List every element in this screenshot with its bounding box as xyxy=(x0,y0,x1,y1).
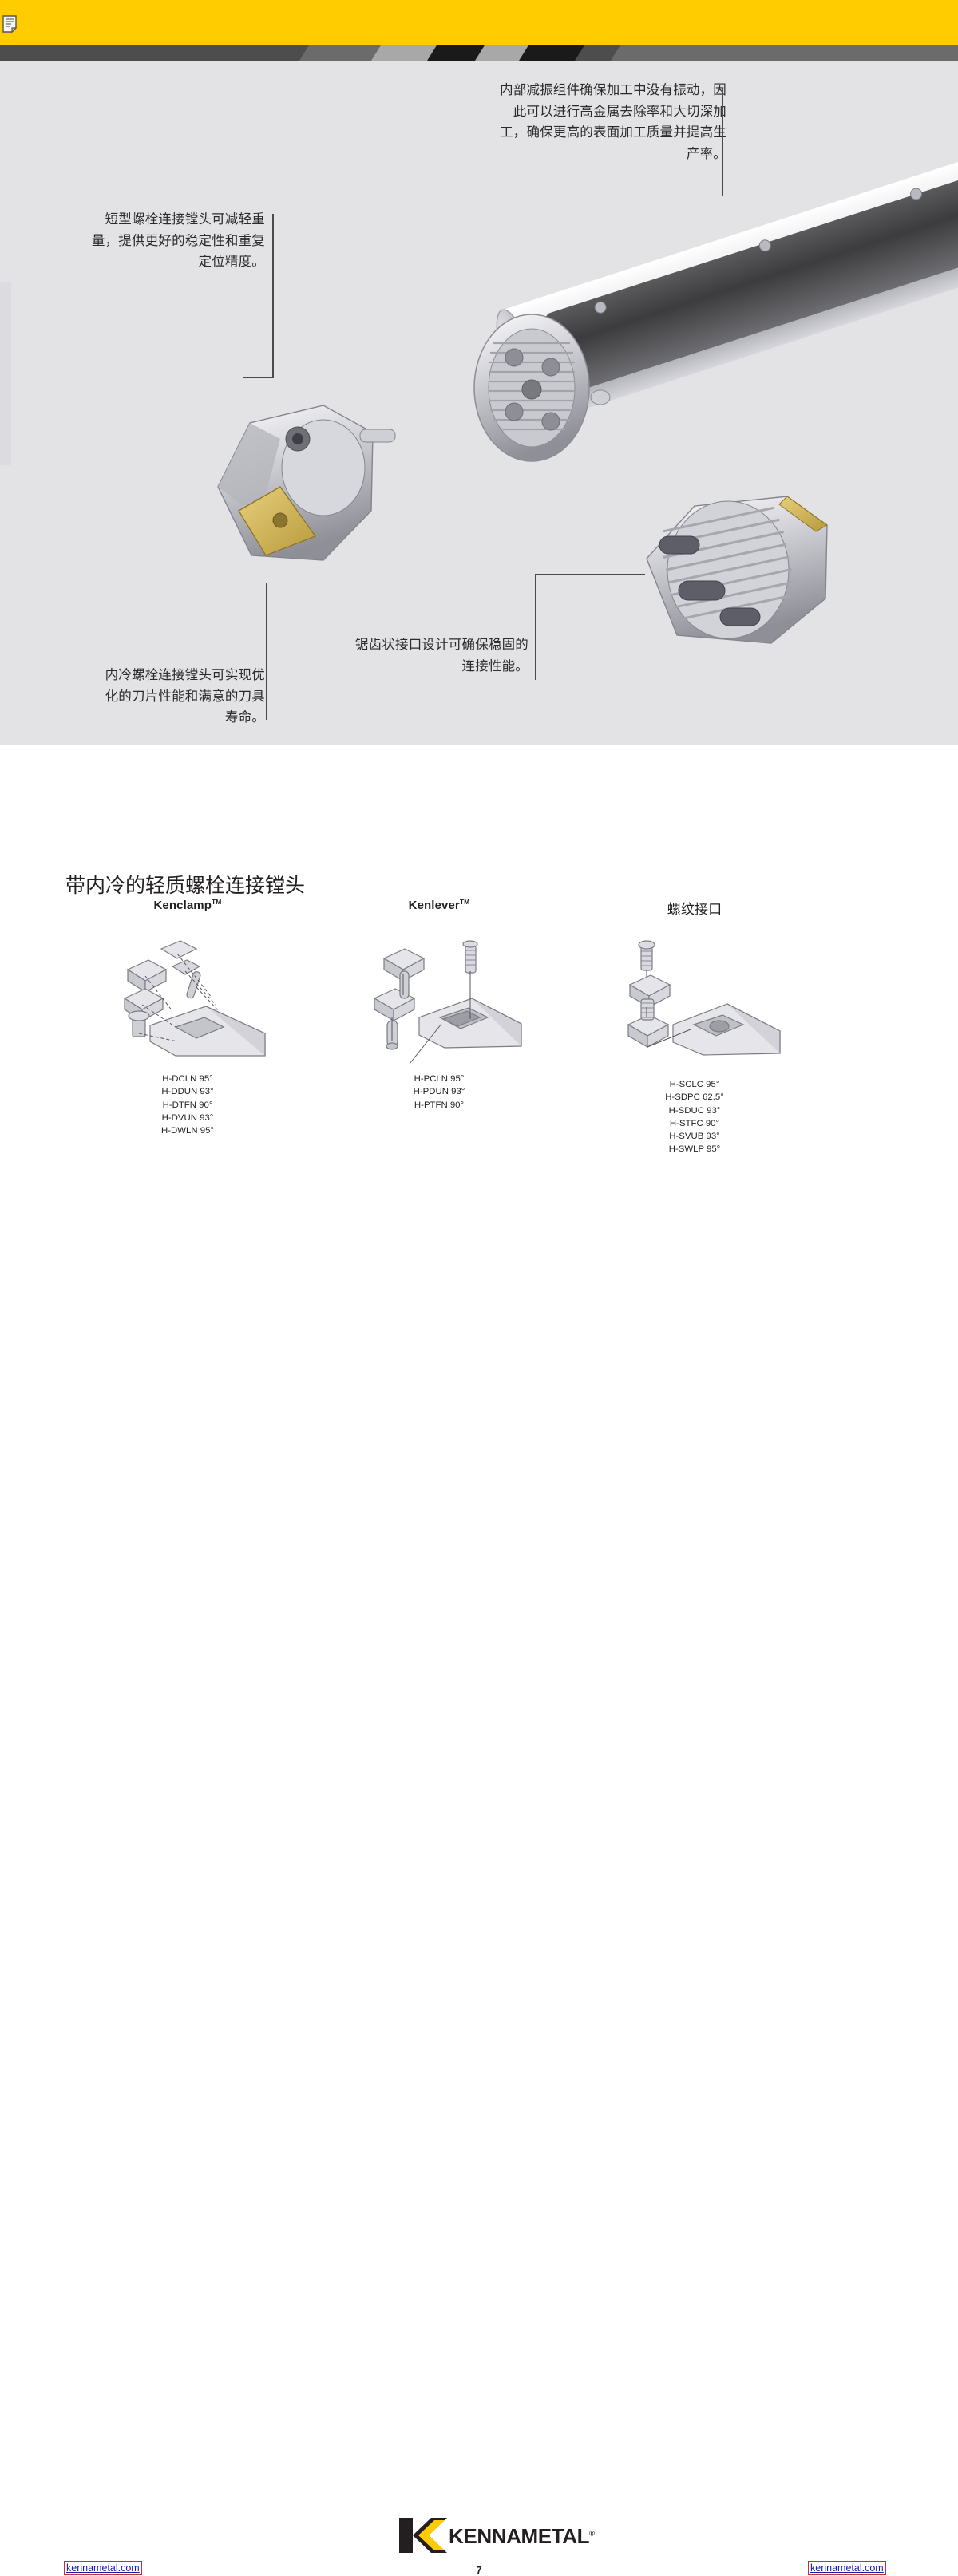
product-code: H-DTFN 90° xyxy=(162,1100,213,1110)
callout-short-bolt-head: 短型螺栓连接镗头可减轻重量，提供更好的稳定性和重复定位精度。 xyxy=(91,211,265,270)
product-code: H-SCLC 95° xyxy=(669,1080,720,1089)
product-code: H-DVUN 93° xyxy=(161,1112,214,1123)
trademark-symbol: TM xyxy=(459,898,470,906)
callout-leader-line-1 xyxy=(722,88,723,196)
kenclamp-exploded-illustration xyxy=(56,922,319,1069)
note-document-icon[interactable] xyxy=(2,14,19,34)
product-code: H-PTFN 90° xyxy=(414,1100,465,1110)
product-code: H-DWLN 95° xyxy=(161,1126,214,1136)
callout-vibration-damping: 内部减振组件确保加工中没有振动，因此可以进行高金属去除率和大切深加工，确保更高的… xyxy=(500,82,726,162)
product-code: H-PCLN 95° xyxy=(414,1074,465,1084)
footer-link-right[interactable]: kennametal.com xyxy=(808,2561,886,2575)
product-code: H-SDPC 62.5° xyxy=(665,1092,724,1103)
product-code: H-SDUC 93° xyxy=(668,1105,721,1116)
diagonal-stripe-band xyxy=(0,45,958,61)
product-name-screw-interface: 螺纹接口 xyxy=(667,902,722,918)
product-section xyxy=(0,745,958,1240)
product-column-screw-interface: 螺纹接口 xyxy=(563,898,826,1156)
callout-leader-line-4a xyxy=(535,575,536,680)
product-code: H-DCLN 95° xyxy=(162,1074,213,1084)
callout-leader-line-4b xyxy=(535,574,645,575)
product-name-kenlever: KenleverTM xyxy=(408,898,470,912)
kenlever-code-list: H-PCLN 95° H-PDUN 93° H-PTFN 90° xyxy=(307,1073,571,1112)
callout-serrated-interface: 锯齿状接口设计可确保稳固的连接性能。 xyxy=(354,637,528,674)
callout-coolant-bolt-head: 内冷螺栓连接镗头可实现优化的刀片性能和满意的刀具寿命。 xyxy=(105,667,265,725)
kenclamp-code-list: H-DCLN 95° H-DDUN 93° H-DTFN 90° H-DVUN … xyxy=(56,1073,319,1137)
trademark-symbol: TM xyxy=(212,898,222,906)
callout-leader-line-2a xyxy=(272,214,274,377)
product-column-kenclamp: KenclampTM xyxy=(56,898,319,1137)
product-code: H-SVUB 93° xyxy=(669,1132,720,1142)
screw-interface-exploded-illustration xyxy=(563,927,826,1075)
footer-link-left[interactable]: kennametal.com xyxy=(64,2561,142,2575)
page-footer: KENNAMETAL® 7 kennametal.com kennametal.… xyxy=(0,1240,958,2576)
product-name-kenclamp: KenclampTM xyxy=(153,898,222,912)
callout-leader-line-3 xyxy=(266,583,267,720)
kennametal-logo: KENNAMETAL® xyxy=(399,2518,595,2553)
hero-left-notch xyxy=(0,282,11,465)
hero-image-area xyxy=(0,61,958,584)
screw-interface-code-list: H-SCLC 95° H-SDPC 62.5° H-SDUC 93° H-STF… xyxy=(563,1078,826,1156)
product-code: H-PDUN 93° xyxy=(413,1087,465,1097)
product-column-kenlever: KenleverTM xyxy=(307,898,571,1112)
callout-leader-line-2b xyxy=(243,377,274,378)
registered-symbol: ® xyxy=(589,2529,595,2538)
top-yellow-bar xyxy=(0,0,958,45)
product-code: H-STFC 90° xyxy=(669,1118,720,1128)
section-title: 带内冷的轻质螺栓连接镗头 xyxy=(65,874,306,897)
product-code: H-SWLP 95° xyxy=(668,1144,721,1155)
product-code: H-DDUN 93° xyxy=(161,1087,214,1097)
kennametal-logo-text: KENNAMETAL® xyxy=(449,2524,595,2548)
kennametal-logo-mark xyxy=(399,2518,447,2553)
kenlever-exploded-illustration xyxy=(307,922,571,1069)
